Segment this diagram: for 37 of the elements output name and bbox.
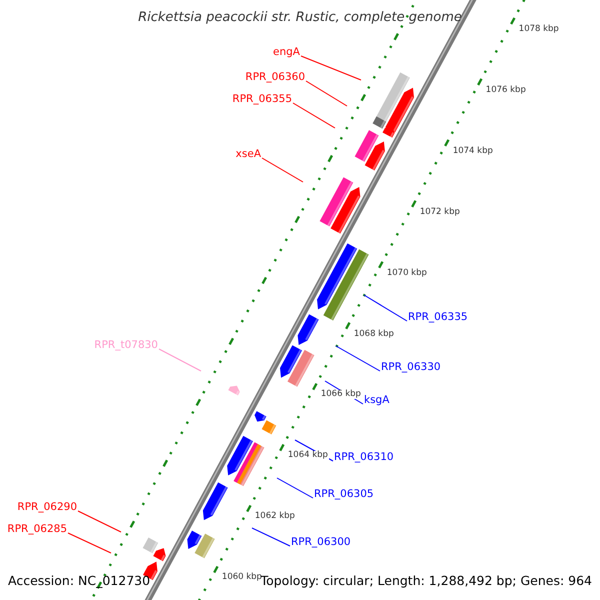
leader-line <box>364 294 408 322</box>
leader-line <box>78 510 122 532</box>
gene-label: xseA <box>236 149 261 160</box>
leader-line <box>292 102 336 128</box>
leader-line <box>262 158 304 182</box>
leader-line <box>158 348 202 372</box>
gene-label: ksgA <box>364 395 390 406</box>
scale-label: 1070 kbp <box>386 268 428 278</box>
gene-label: RPR_06290 <box>17 502 77 512</box>
scale-label: 1078 kbp <box>518 24 560 34</box>
scale-label: 1074 kbp <box>452 146 494 156</box>
gene-label: RPR_06305 <box>314 489 374 500</box>
leader-line <box>276 478 314 498</box>
gene-label: RPR_06310 <box>334 452 394 462</box>
scale-label: 1062 kbp <box>254 512 296 521</box>
gene-label: RPR_06285 <box>7 524 67 534</box>
leader-line <box>252 528 290 546</box>
scale-label: 1068 kbp <box>352 330 395 338</box>
gene-label: RPR_06300 <box>291 537 351 548</box>
gene-label: RPR_06355 <box>232 94 292 104</box>
scale-label: 1060 kbp <box>220 573 263 582</box>
diagram-title: Rickettsia peacockii str. Rustic, complete genome <box>137 11 463 24</box>
leader-line <box>306 80 348 106</box>
scale-label: 1076 kbp <box>484 86 527 94</box>
scale-label: 1064 kbp <box>286 451 329 460</box>
scale-label: 1066 kbp <box>320 390 362 399</box>
leader-line <box>300 56 362 80</box>
scale-label: 1072 kbp <box>418 208 461 216</box>
leader-line <box>68 532 112 554</box>
gene-label: RPR_06360 <box>245 72 305 82</box>
gene-label: engA <box>273 47 300 58</box>
gene-label: RPR_t07830 <box>94 340 158 350</box>
accession-label: Accession: NC_012730 <box>8 575 150 588</box>
leader-line <box>336 346 380 372</box>
gene-label: RPR_06335 <box>408 312 468 322</box>
gene-label: RPR_06330 <box>381 362 441 372</box>
genome-summary-text: Topology: circular; Length: 1,288,492 bp; Genes: 964 <box>260 575 592 588</box>
